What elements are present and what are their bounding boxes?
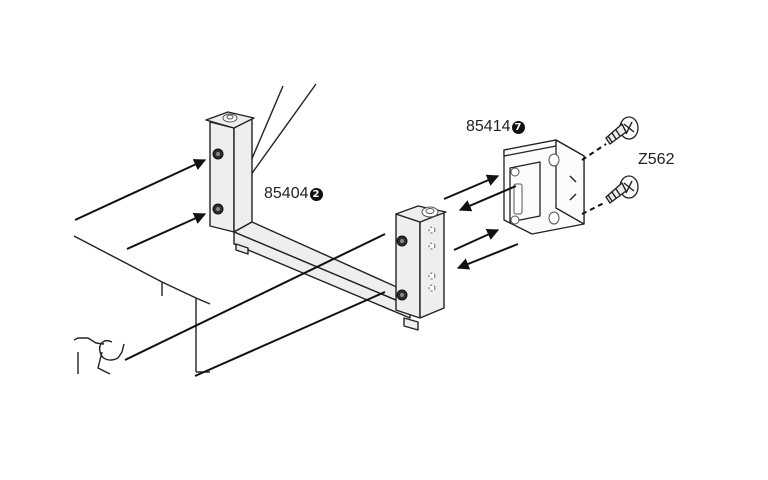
clip-plate [503,139,585,235]
callout-z562: Z562 [638,151,674,169]
assembly-arrows [74,159,519,377]
cabinet [73,235,211,375]
badge-7: 7 [511,120,525,134]
part-number-85404: 85404 [264,185,309,202]
screw-bottom [605,175,639,204]
screw-axis-top [581,143,607,161]
badge-2: 2 [309,187,323,201]
part-number-z562: Z562 [638,151,675,168]
part-number-85414: 85414 [466,118,511,135]
u-bracket [205,111,447,331]
screw-axis-bottom [581,201,607,215]
screw-top [605,116,639,145]
